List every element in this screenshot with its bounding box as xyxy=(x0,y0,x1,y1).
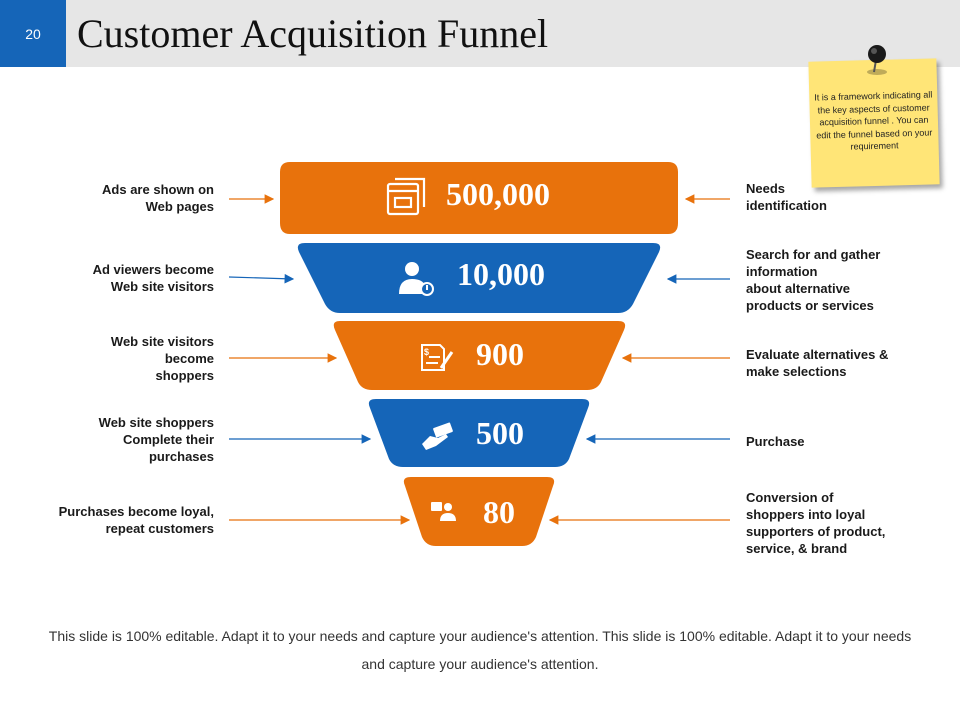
funnel-stage-5 xyxy=(403,477,555,546)
stage-4-value: 500 xyxy=(476,415,524,451)
right-label-4: Purchase xyxy=(746,434,805,449)
header-bar xyxy=(0,0,960,67)
slide-number: 20 xyxy=(0,0,66,67)
right-label-3: Evaluate alternatives & make selections xyxy=(746,347,889,379)
footer-text: This slide is 100% editable. Adapt it to… xyxy=(48,628,912,672)
left-label-5: Purchases become loyal, repeat customers xyxy=(58,504,214,536)
funnel-stage-4 xyxy=(368,399,590,467)
stage-1-value: 500,000 xyxy=(446,176,550,212)
funnel-stage-2 xyxy=(297,243,661,313)
funnel-stage-3 xyxy=(333,321,626,390)
stage-3-value: 900 xyxy=(476,336,524,372)
left-label-2: Ad viewers become Web site visitors xyxy=(92,262,214,294)
money-hand-icon xyxy=(422,422,453,450)
customer-screen-icon xyxy=(431,502,456,521)
pushpin-icon xyxy=(867,45,887,75)
stage-5-value: 80 xyxy=(483,494,515,530)
user-alert-icon xyxy=(399,262,434,296)
page-title: Customer Acquisition Funnel xyxy=(77,11,549,56)
arrow-left-2 xyxy=(228,273,295,284)
left-label-4: Web site shoppers Complete their purchas… xyxy=(98,415,214,464)
funnel-stage-1 xyxy=(280,162,678,234)
svg-text:$: $ xyxy=(424,347,429,357)
invoice-pen-icon: $ xyxy=(421,344,454,371)
left-label-1: Ads are shown on Web pages xyxy=(102,182,214,214)
sticky-note-text: It is a framework indicating all the key… xyxy=(814,89,933,152)
right-label-5: Conversion of shoppers into loyal suppor… xyxy=(746,490,886,556)
left-label-3: Web site visitors become shoppers xyxy=(110,334,214,383)
stage-2-value: 10,000 xyxy=(457,256,545,292)
browser-window-icon xyxy=(386,177,426,216)
right-label-2: Search for and gather information about … xyxy=(746,247,881,313)
right-label-1: Needs identification xyxy=(746,181,827,213)
